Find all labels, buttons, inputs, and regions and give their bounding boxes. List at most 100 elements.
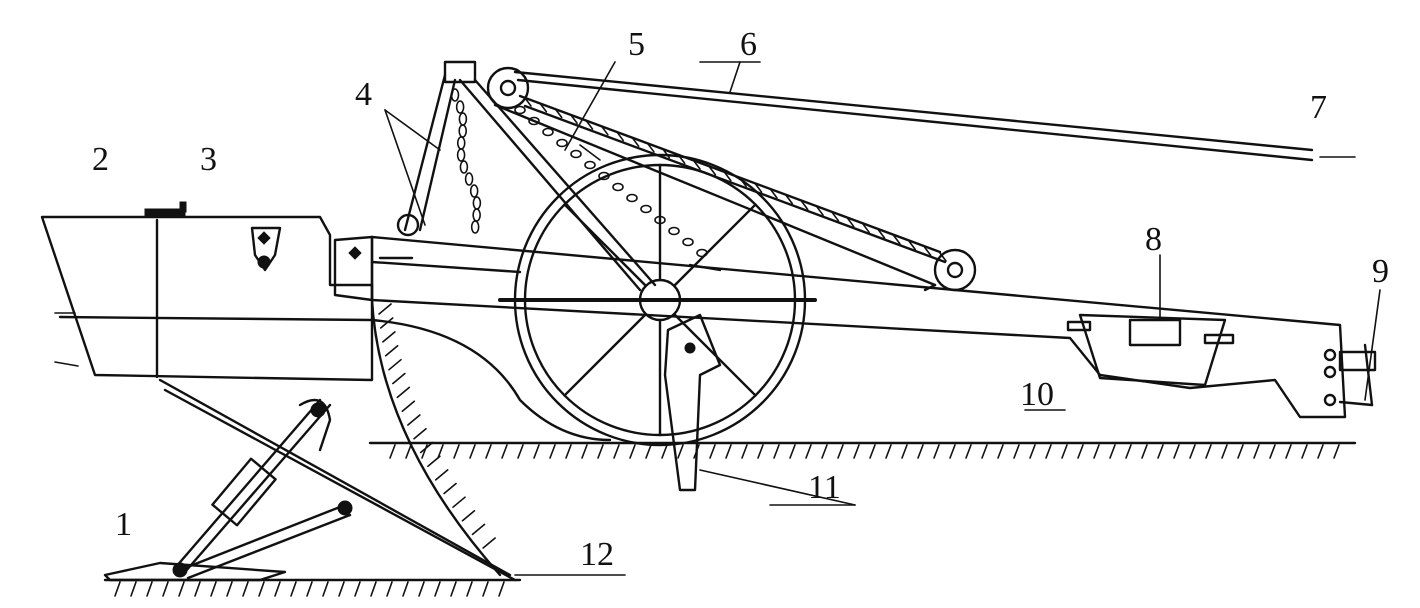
lower-pulley-axle (946, 261, 964, 279)
hatch-mark (629, 444, 636, 459)
hitch-pin-3 (1323, 393, 1337, 407)
hatch-mark (757, 444, 764, 459)
chain-link (626, 193, 638, 203)
hatch-mark (1253, 444, 1260, 459)
blade-hatch-mark (413, 427, 427, 440)
hatch-mark (741, 444, 748, 459)
label-6: 6 (740, 26, 757, 63)
label-1: 1 (115, 506, 132, 543)
belt-link (539, 102, 548, 113)
chain-link (570, 149, 582, 159)
chain-link (458, 112, 468, 126)
front-body-outline (40, 215, 374, 382)
chain-link (470, 220, 480, 234)
belt-link (631, 137, 640, 147)
blade-hatch-mark (382, 331, 396, 343)
hatch-mark (338, 581, 345, 597)
label-9: 9 (1372, 253, 1389, 290)
hatch-mark (917, 444, 924, 459)
leader-4a (384, 109, 441, 151)
blade-hatch-mark (452, 496, 466, 508)
label-2: 2 (92, 141, 109, 178)
hydraulic-assembly (103, 378, 517, 582)
blade-hatch-mark (471, 523, 486, 536)
chain-link (612, 182, 624, 192)
label-8: 8 (1145, 221, 1162, 258)
belt-lower (493, 103, 937, 287)
hatch-mark (501, 444, 508, 459)
top-pulley-axle (499, 79, 517, 97)
chain-link (464, 172, 474, 186)
hatch-mark (1013, 444, 1020, 459)
diagonal-brace (158, 378, 512, 577)
mount-box-inner (1128, 318, 1182, 347)
mast-front-leg (403, 73, 447, 232)
belt-link (570, 114, 578, 125)
hatch-mark (1109, 444, 1116, 459)
wheel-spoke (672, 312, 757, 397)
chain-link (456, 136, 466, 150)
mount-box-outline (1078, 313, 1227, 387)
hydraulic-pivot-lower (172, 562, 188, 578)
hatch-mark (242, 581, 249, 597)
belt-link (939, 252, 947, 262)
hatch-mark (1173, 444, 1180, 459)
hatch-mark (581, 444, 588, 459)
blade-hatch-mark (396, 386, 411, 399)
belt-link (677, 154, 686, 165)
belt-link (708, 166, 717, 176)
ground-hatching-lower (114, 581, 505, 597)
chain-link (584, 160, 596, 170)
blade-hatch-mark (401, 400, 416, 413)
wheel (498, 153, 817, 447)
belt-link (647, 143, 655, 153)
chain-link (456, 148, 466, 162)
bracket-rivet (257, 231, 271, 245)
hydraulic-pivot-upper (310, 402, 326, 418)
hatch-mark (498, 581, 505, 597)
chain-link (469, 184, 479, 198)
belt-link (554, 108, 563, 119)
blade-hatch-mark (443, 482, 457, 495)
belt-link (770, 189, 778, 199)
hatch-mark (1061, 444, 1068, 459)
belt-link (739, 177, 747, 188)
hatch-mark (1093, 444, 1100, 459)
belt-link (862, 223, 870, 234)
diagonal-brace-2 (163, 388, 517, 582)
hatch-mark (450, 581, 457, 597)
hatch-mark (549, 444, 556, 459)
top-pulley (486, 66, 530, 110)
leader-9 (1364, 289, 1381, 401)
chain-link (450, 88, 460, 102)
hatch-mark (533, 444, 540, 459)
belt-link (601, 125, 609, 136)
hitch-bar (1338, 400, 1374, 407)
hatch-mark (322, 581, 329, 597)
ripper-pin (684, 342, 696, 354)
chain-link (682, 237, 694, 247)
label-10: 10 (1020, 376, 1054, 413)
blade-front-curve (370, 298, 502, 577)
chain-link (528, 116, 540, 126)
belt-link (846, 217, 855, 228)
rope-upper-a (513, 70, 1314, 152)
chain-link (458, 124, 468, 138)
hatch-mark (677, 444, 684, 459)
chain-link (598, 171, 610, 181)
hatch-mark (1205, 444, 1212, 459)
blade-back-curve (370, 318, 612, 442)
blade (370, 298, 612, 577)
hatch-mark (389, 444, 396, 459)
link-pivot (337, 500, 353, 516)
label-11: 11 (808, 469, 841, 506)
hatch-mark (370, 581, 377, 597)
lift-chain (450, 88, 708, 258)
hatch-mark (613, 444, 620, 459)
leader-lines (384, 61, 1381, 576)
blade-hatch-mark (461, 509, 476, 522)
belt-link (585, 120, 594, 130)
hatch-mark (565, 444, 572, 459)
